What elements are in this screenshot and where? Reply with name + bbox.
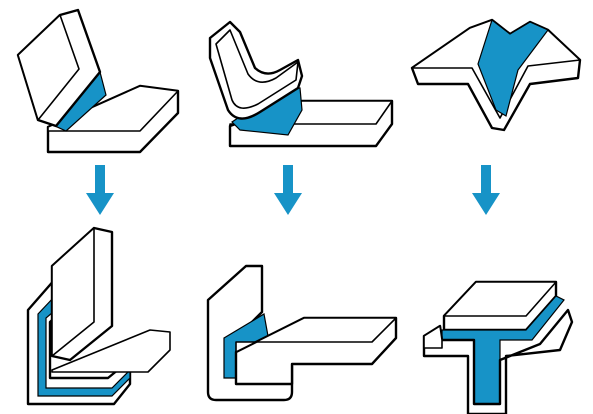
hinged-plate-joint — [18, 10, 178, 152]
down-arrow-2 — [274, 165, 302, 215]
single-l-bracket-joint — [208, 266, 396, 400]
double-l-bracket-joint — [28, 228, 170, 404]
down-arrow-3 — [472, 165, 500, 215]
down-arrow-1 — [86, 165, 114, 215]
curved-plate-joint — [210, 22, 392, 146]
folded-sheet-joint — [412, 20, 580, 130]
t-profile-joint — [424, 282, 572, 414]
